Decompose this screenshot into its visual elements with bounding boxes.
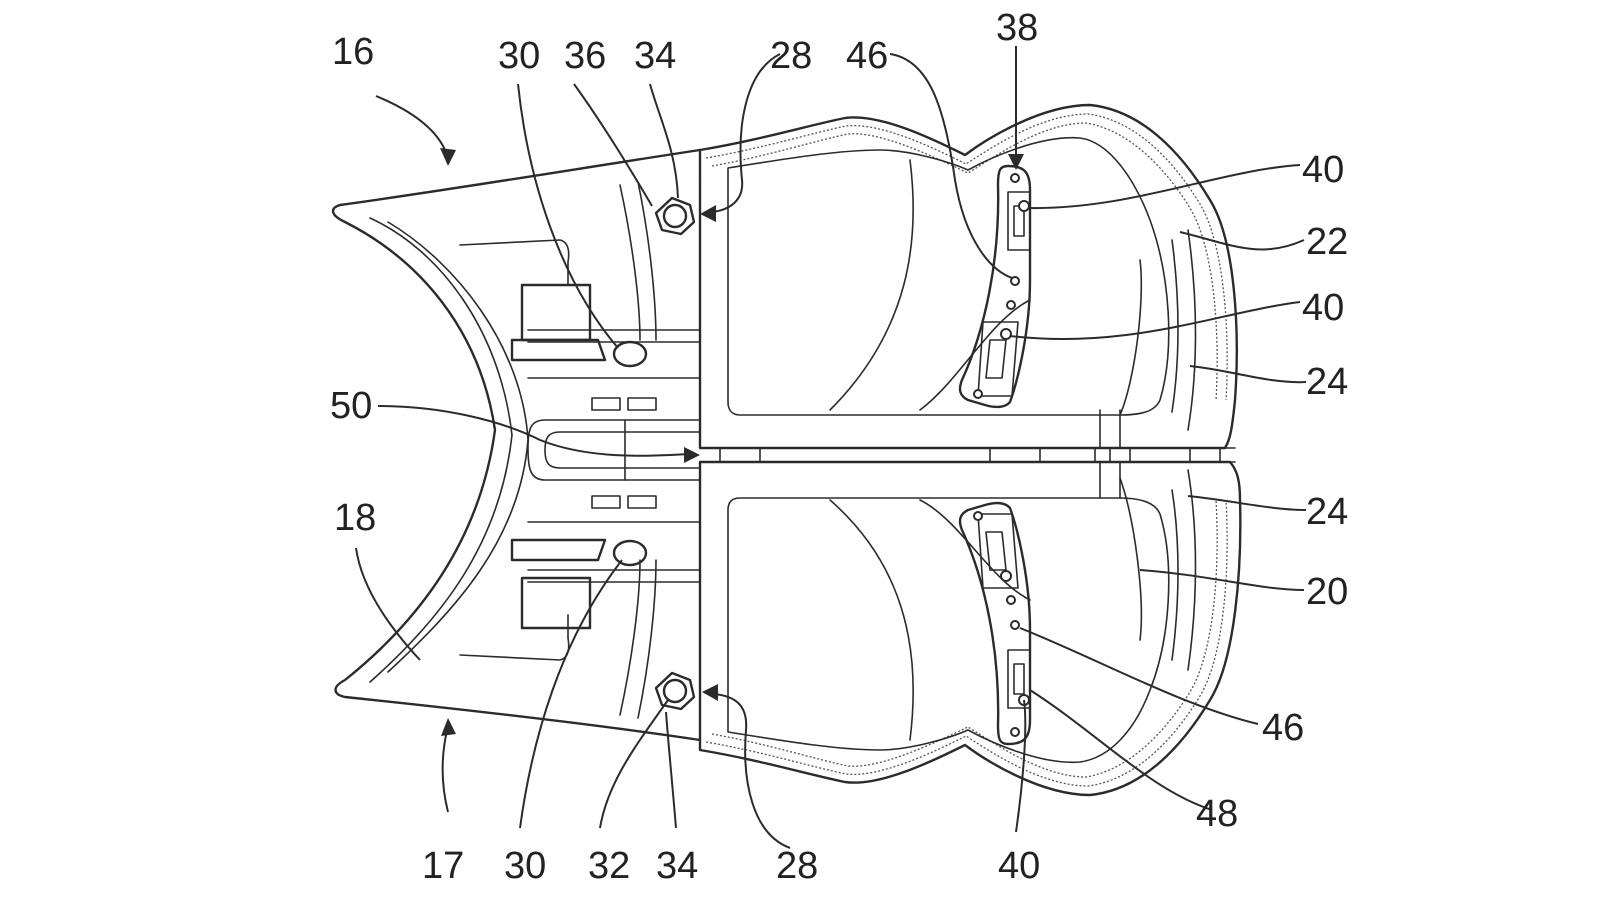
leader-lines <box>355 46 1307 849</box>
bolt-top <box>654 196 696 236</box>
label-40-c: 40 <box>998 845 1040 887</box>
label-30-top: 30 <box>498 35 540 77</box>
center-gap-50 <box>699 447 1236 463</box>
label-32: 32 <box>588 845 630 887</box>
label-28-bottom: 28 <box>776 845 818 887</box>
bolt-bottom <box>654 671 696 711</box>
front-saddle-structure <box>331 148 702 742</box>
label-46-top: 46 <box>846 35 888 77</box>
oval-30-top <box>612 340 648 368</box>
reference-numerals: 16 17 18 30 36 34 28 46 38 40 22 40 24 5… <box>330 7 1348 887</box>
label-40-a: 40 <box>1302 149 1344 191</box>
label-48: 48 <box>1196 793 1238 835</box>
label-34-top: 34 <box>634 35 676 77</box>
label-24-bottom: 24 <box>1306 491 1348 533</box>
label-28-top: 28 <box>770 35 812 77</box>
label-34-bottom: 34 <box>656 845 698 887</box>
label-17: 17 <box>422 845 464 887</box>
label-38: 38 <box>996 7 1038 49</box>
seat-part-20 <box>698 460 1242 797</box>
label-46-bottom: 46 <box>1262 707 1304 749</box>
label-40-b: 40 <box>1302 287 1344 329</box>
label-30-bottom: 30 <box>504 845 546 887</box>
label-50: 50 <box>330 385 372 427</box>
label-22: 22 <box>1306 221 1348 263</box>
label-20: 20 <box>1306 571 1348 613</box>
label-18: 18 <box>334 497 376 539</box>
oval-30-bottom <box>612 539 648 567</box>
label-16: 16 <box>332 31 374 73</box>
seat-part-22 <box>698 103 1238 450</box>
label-24-top: 24 <box>1306 361 1348 403</box>
adjustment-plate-upper <box>958 164 1032 409</box>
adjustment-plate-lower <box>958 501 1032 746</box>
label-36: 36 <box>564 35 606 77</box>
